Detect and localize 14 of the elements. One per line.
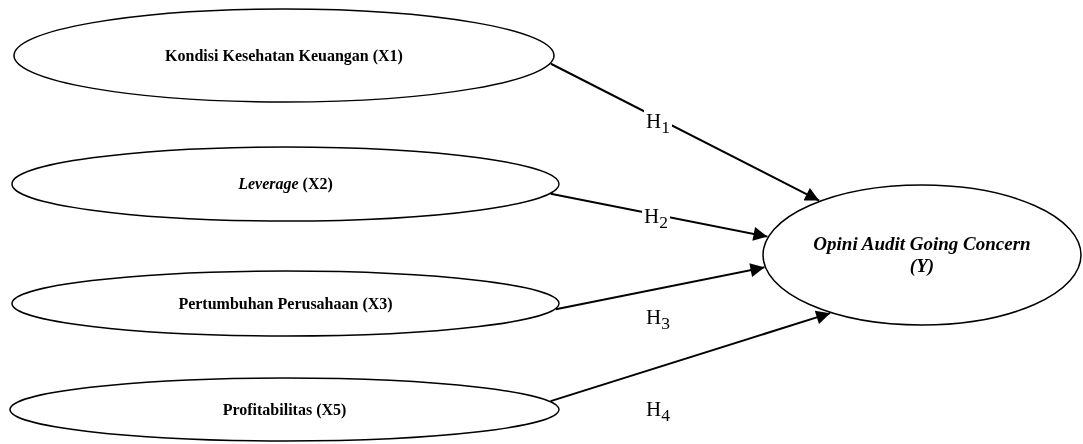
arrow bbox=[554, 263, 766, 311]
arrow bbox=[549, 192, 769, 241]
variable-ellipse bbox=[11, 146, 560, 222]
variable-ellipse bbox=[13, 8, 555, 103]
variable-ellipse bbox=[762, 184, 1082, 326]
variable-ellipse bbox=[11, 270, 560, 337]
arrow bbox=[549, 310, 832, 403]
variable-label: Leverage (X2) bbox=[238, 175, 333, 193]
variable-label: Kondisi Kesehatan Keuangan (X1) bbox=[165, 46, 403, 65]
variable-ellipse bbox=[9, 377, 560, 442]
variable-label: Profitabilitas (X5) bbox=[222, 400, 347, 419]
variable-label: Pertumbuhan Perusahaan (X3) bbox=[178, 294, 393, 313]
arrow bbox=[549, 62, 821, 202]
variable-label: Opini Audit Going Concern (Y) bbox=[812, 233, 1032, 277]
